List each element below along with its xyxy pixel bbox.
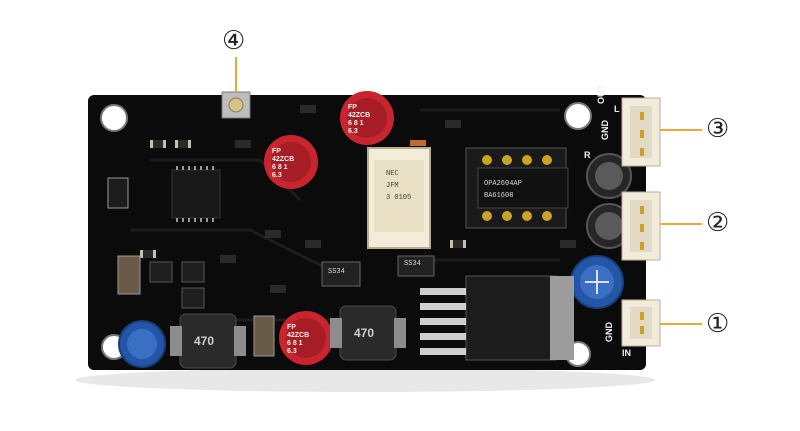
antenna-connector [221,91,251,119]
callout-2: ② [706,208,730,238]
callout-3: ③ [706,114,730,144]
blue-capacitor [570,255,624,309]
transformer-label: 3 0105 [386,194,412,202]
label-in: IN [622,348,631,358]
inductor-label: 470 [354,326,375,340]
transistor [181,261,205,283]
opamp-label: OPA2604AP [484,180,522,188]
label-gnd-top: GND [600,120,610,140]
transformer-label: NEC [386,170,399,178]
tantalum-capacitor [117,255,141,295]
label-gnd-bottom: GND [604,322,614,342]
smd-diode [410,140,426,146]
inductor [170,313,246,369]
transformer-label: JFM [386,182,399,190]
opamp-label: BA61608 [484,192,514,200]
mounting-hole [564,102,592,130]
bluetooth-chip [171,169,221,219]
schottky-diode [397,255,435,277]
diode-label: SS34 [404,260,421,268]
capacitor-bottom [279,311,333,365]
callout-4: ④ [222,26,246,56]
inductor [330,305,406,361]
capacitor-mid [264,135,318,189]
callout-1: ① [706,309,730,339]
schottky-diode [321,261,361,287]
label-r: R [584,150,591,160]
capacitor-top [340,91,394,145]
mounting-hole [100,104,128,132]
connector-out [621,97,661,167]
label-out: OUT [596,85,606,104]
connector-power [621,299,661,347]
connector-input [621,191,661,261]
opamp-chip [477,167,569,209]
blue-capacitor [118,320,166,368]
inductor-label: 470 [194,334,215,348]
label-l: L [614,104,620,114]
transistor [181,287,205,309]
black-capacitor [586,153,632,199]
voltage-regulator [420,275,574,361]
crystal [107,177,129,209]
transistor [149,261,173,283]
diode-label: SS34 [328,268,345,276]
tantalum-capacitor [253,315,275,357]
black-capacitor [586,203,632,249]
